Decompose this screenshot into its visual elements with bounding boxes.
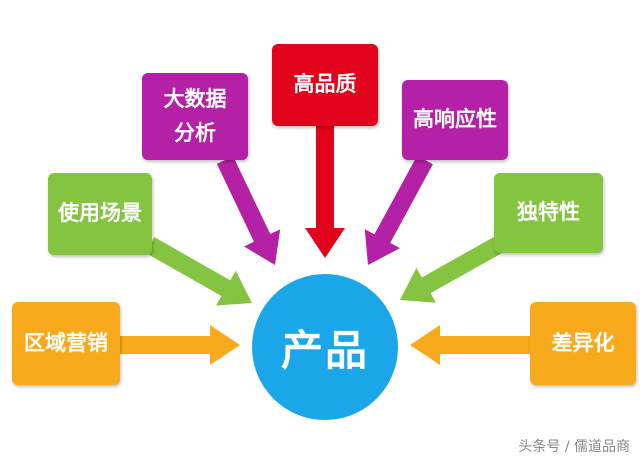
arrow-big-data [216,156,281,265]
factor-label: 独特性 [517,200,580,225]
product-label: 产品 [280,325,369,375]
arrow-regional-marketing [120,325,240,365]
factor-uniqueness: 独特性 [494,173,603,253]
arrow-responsiveness [364,155,433,265]
factor-label: 区域营销 [24,330,108,355]
arrow-quality [305,126,345,258]
arrow-usage-scenario [145,237,252,306]
factor-label: 高品质 [293,72,357,97]
factor-usage-scenario: 使用场景 [48,173,152,255]
factor-differentiation: 差异化 [530,302,636,385]
arrow-differentiation [410,325,530,365]
factor-big-data: 大数据 分析 [142,73,248,160]
factor-regional-marketing: 区域营销 [12,302,120,385]
credit-text: 头条号 / 儒道品商 [518,439,630,455]
product-circle: 产品 [252,274,398,420]
factor-quality: 高品质 [272,44,378,126]
factor-label: 大数据 分析 [163,86,227,145]
factor-label: 使用场景 [58,201,142,226]
factor-label: 差异化 [551,330,615,355]
factor-responsiveness: 高响应性 [402,80,508,160]
arrow-uniqueness [400,237,503,303]
factor-label: 高响应性 [413,107,497,132]
